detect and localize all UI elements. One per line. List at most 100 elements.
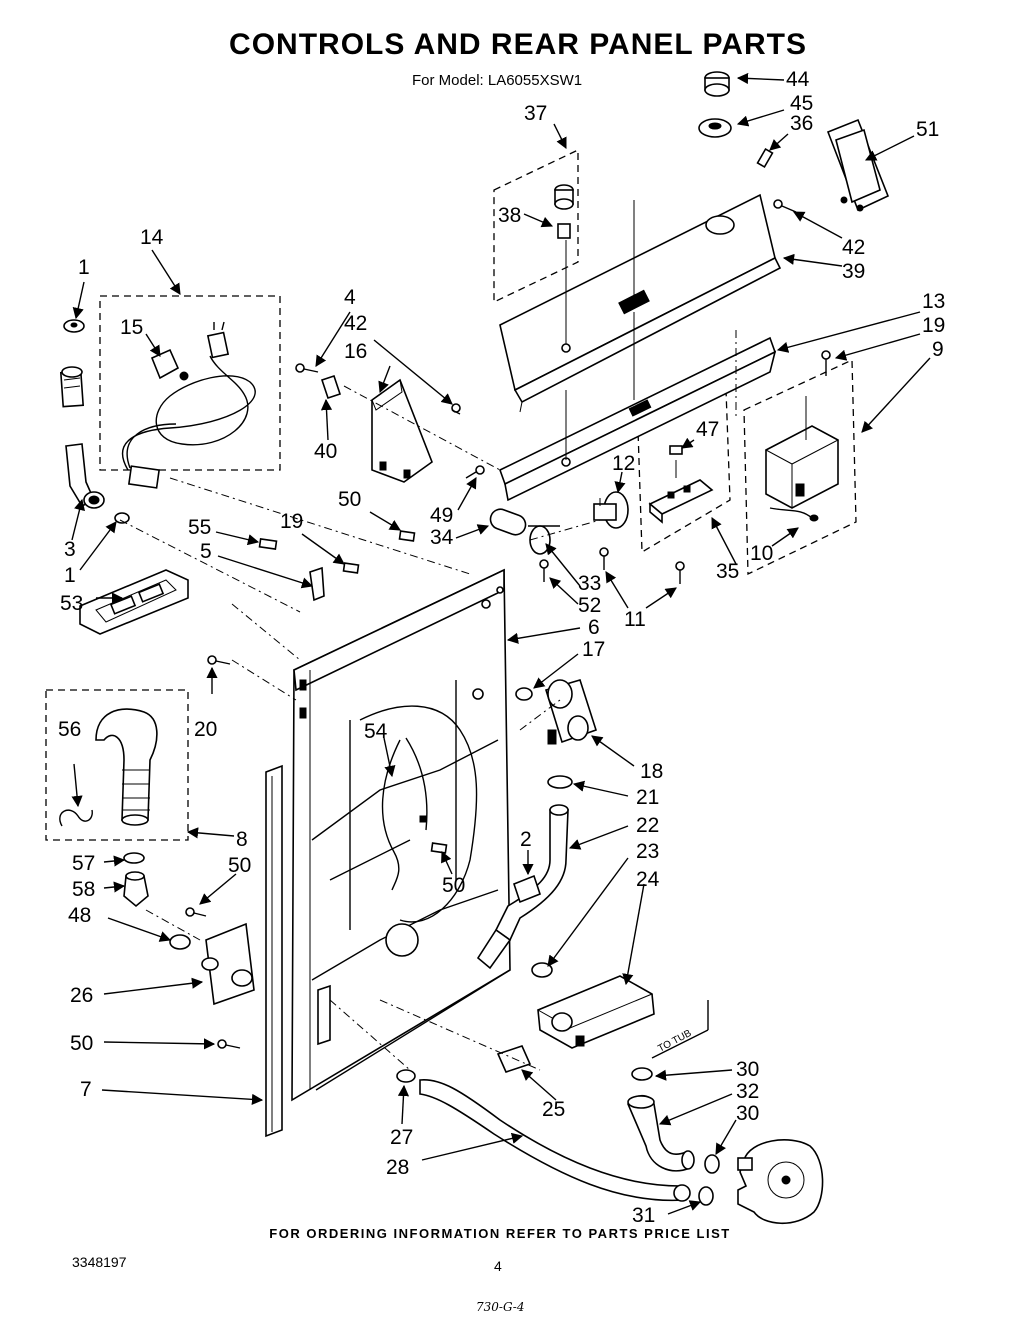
callout-12: 12 [612,452,635,475]
callout-50-bottom: 50 [70,1032,93,1055]
to-tub-line [651,1029,709,1059]
callout-57: 57 [72,852,95,875]
screw-part-11 [599,547,685,584]
callout-1-top: 1 [78,256,90,279]
bracket-part-16 [371,378,433,483]
callout-4: 4 [344,286,356,309]
callout-20: 20 [194,718,217,741]
handwritten-note: 730-G-4 [476,1300,525,1314]
washer-part-1-top [63,319,85,333]
model-subtitle: For Model: LA6055XSW1 [412,72,583,89]
callout-17: 17 [582,638,605,661]
callout-54: 54 [364,720,388,743]
clamp-part-33 [528,525,560,555]
inlet-hose-part-3 [65,443,105,509]
screw-part-36 [756,147,774,169]
hose-clip-part-56 [59,809,93,827]
screw-part-55 [258,538,278,550]
callout-33: 33 [578,572,601,595]
fitting-part-2 [513,874,541,904]
callout-53: 53 [60,592,83,615]
screw-part-50-middle [430,842,448,854]
screw-part-42-right [773,199,797,213]
callout-27: 27 [390,1126,413,1149]
callout-50-middle: 50 [442,874,465,897]
document-number: 3348197 [72,1254,127,1270]
screw-part-42-left [451,403,461,415]
switch-part-35 [648,460,714,524]
callout-2: 2 [520,828,532,851]
callout-44: 44 [786,68,810,91]
callout-30-bottom: 30 [736,1102,759,1125]
switch-part-47 [669,445,683,455]
ordering-note: FOR ORDERING INFORMATION REFER TO PARTS … [269,1226,731,1241]
callout-14: 14 [140,226,164,249]
strain-relief-part-15 [150,348,189,381]
washer-part-17 [515,687,533,701]
callout-labels: 44 45 36 37 38 51 42 39 13 19 9 47 12 10… [58,68,945,1227]
callout-9: 9 [932,338,944,361]
pump-part-24 [536,975,655,1049]
callout-49: 49 [430,504,453,527]
screw-part-19-right [821,350,831,376]
callout-42-right: 42 [842,236,865,259]
callout-34: 34 [430,526,454,549]
callout-30-top: 30 [736,1058,759,1081]
screw-part-50-left [185,907,207,917]
group-box-56 [45,689,189,841]
screw-part-50-top [398,530,416,542]
callout-23: 23 [636,840,659,863]
callout-48: 48 [68,904,91,927]
power-cord-part-14 [121,321,256,489]
callout-26: 26 [70,984,93,1007]
drain-hose-part-28 [419,1079,691,1202]
callout-40: 40 [314,440,337,463]
washer-part-1-bottom [114,512,130,524]
drain-plug-part-58 [123,871,149,908]
callout-51: 51 [916,118,939,141]
screw-part-50-bottom [217,1039,241,1049]
lint-filter-part-53 [79,569,189,635]
callout-16: 16 [344,340,367,363]
clamp-part-30-bottom [704,1154,720,1174]
callout-7: 7 [80,1078,92,1101]
water-valve-part-18 [544,679,597,745]
to-tub-label: TO TUB [656,1028,694,1055]
callout-56: 56 [58,718,81,741]
hose-clamp-part-21 [547,775,573,789]
callout-28: 28 [386,1156,409,1179]
callout-38: 38 [498,204,521,227]
callout-1-bottom: 1 [64,564,76,587]
callout-18: 18 [640,760,663,783]
knob-part-38 [554,184,574,239]
callout-3: 3 [64,538,76,561]
screw-part-4 [295,363,319,373]
capacitor-part-34 [489,508,527,536]
end-cap-part-51 [826,118,890,212]
hose-clamp-part-48 [169,934,191,950]
knob-part-44 [704,71,730,97]
callout-22: 22 [636,814,659,837]
callout-45: 45 [790,92,813,115]
callout-24: 24 [636,868,660,891]
group-box-37 [493,148,579,304]
callout-39: 39 [842,260,865,283]
clamp-part-27 [396,1069,416,1083]
screw-part-49 [465,465,485,479]
inlet-fitting-part [59,366,85,408]
console-part-39 [499,193,782,413]
callout-58: 58 [72,878,95,901]
callout-42-left: 42 [344,312,367,335]
callout-6: 6 [588,616,600,639]
bracket-part-26 [201,922,255,1006]
clamp-part-31 [698,1186,714,1206]
clip-part-40 [320,374,342,400]
side-rail-part-7 [265,764,283,1138]
callout-52: 52 [578,594,601,617]
clamp-part-57 [123,852,145,864]
page-number: 4 [494,1258,502,1274]
callout-55: 55 [188,516,211,539]
screw-part-20 [207,655,231,665]
page-title: CONTROLS AND REAR PANEL PARTS [229,28,807,61]
